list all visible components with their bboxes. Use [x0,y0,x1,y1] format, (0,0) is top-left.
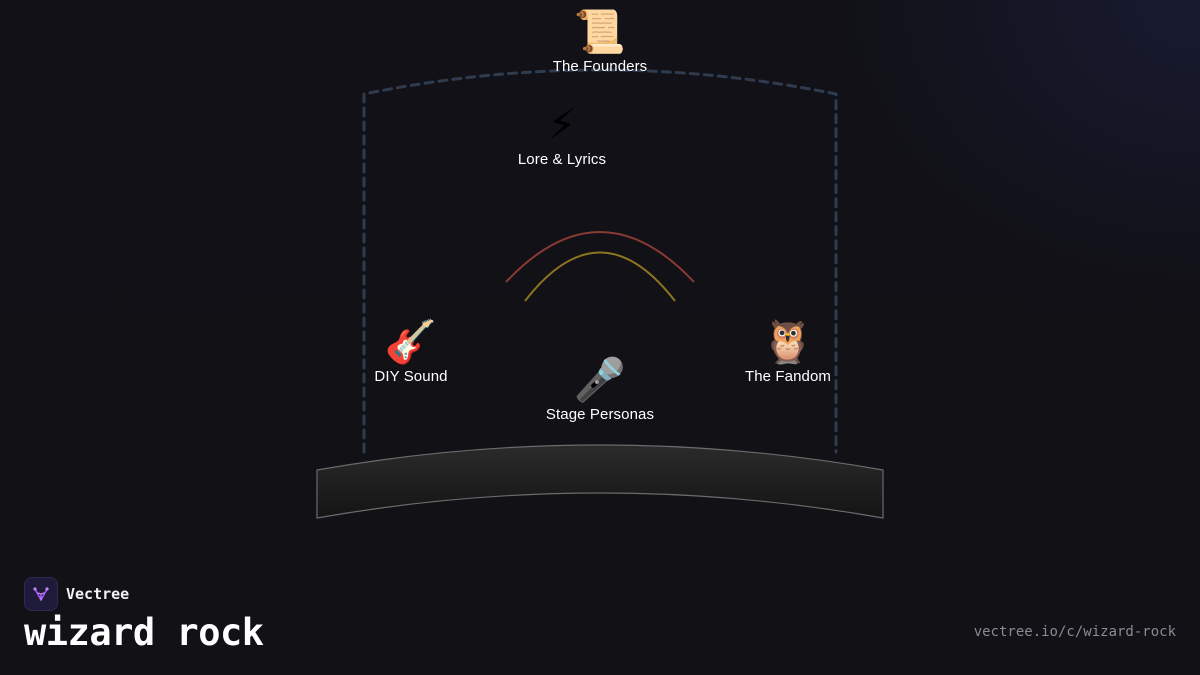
node-label: The Founders [552,58,648,75]
arc-red [505,231,695,283]
scroll-icon: 📜 [573,7,627,56]
node-founders[interactable]: 📜 The Founders [552,7,648,76]
arc-gold [524,251,676,302]
node-label: Lore & Lyrics [517,151,607,168]
node-stage[interactable]: 🎤 Stage Personas [545,355,655,424]
owl-icon: 🦉 [761,317,815,366]
lightning-icon: ⚡ [547,100,577,149]
brand[interactable]: Vectree [24,577,129,611]
node-label: DIY Sound [374,368,448,385]
page-url[interactable]: vectree.io/c/wizard-rock [973,624,1176,640]
page-title: wizard rock [24,611,264,654]
node-label: The Fandom [744,368,832,385]
node-fandom[interactable]: 🦉 The Fandom [744,317,832,386]
node-diy[interactable]: 🎸 DIY Sound [374,317,448,386]
vectree-logo-icon [24,577,58,611]
node-lore[interactable]: ⚡ Lore & Lyrics [517,100,607,169]
node-label: Stage Personas [545,406,655,423]
frame-outline [362,68,838,454]
stage-platform [316,444,884,519]
guitar-icon: 🎸 [384,317,438,366]
brand-name: Vectree [66,585,130,603]
microphone-icon: 🎤 [573,355,627,404]
